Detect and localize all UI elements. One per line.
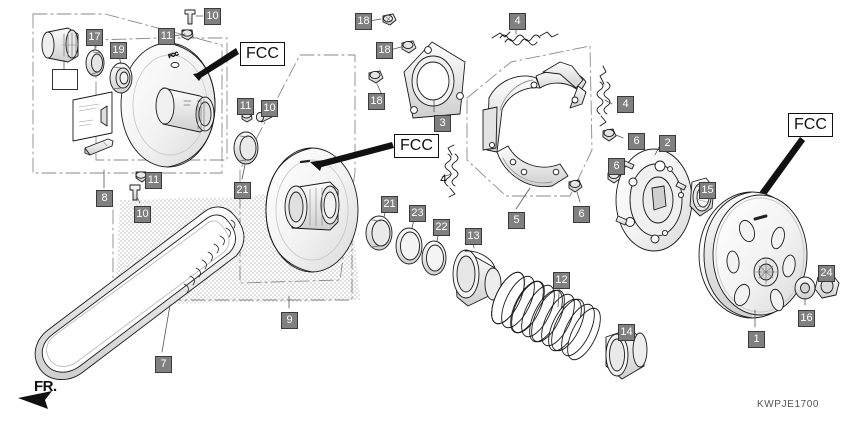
part-ring-23 (395, 227, 423, 265)
part-grease-tool (84, 138, 114, 156)
part-spring-4-top (491, 31, 559, 46)
part-clutch-spring-12 (491, 271, 601, 361)
callout-11[interactable]: 11 (145, 172, 162, 189)
callout-11[interactable]: 11 (158, 28, 175, 45)
part-roller-bearing (41, 27, 79, 63)
part-collar-14 (605, 328, 648, 380)
part-nut-18-b (401, 40, 417, 54)
callout-12[interactable]: 12 (553, 272, 570, 289)
fcc-pointer-1 (193, 48, 239, 81)
front-direction-label: FR. (34, 378, 57, 395)
callout-10[interactable]: 10 (134, 206, 151, 223)
part-nut-11-low (135, 171, 148, 183)
callout-4[interactable]: 4 (617, 96, 634, 113)
part-info-card (72, 91, 113, 142)
callout-17[interactable]: 17 (86, 29, 103, 46)
callout-6[interactable]: 6 (628, 133, 645, 150)
part-nut-18-c (368, 70, 384, 84)
group-frame-9 (112, 54, 356, 301)
callout-2[interactable]: 2 (659, 135, 676, 152)
part-nut-11-top (181, 29, 194, 41)
callout-13[interactable]: 13 (465, 228, 482, 245)
part-spring-4-right (596, 65, 611, 127)
callout-10[interactable]: 10 (204, 8, 221, 25)
callout-3[interactable]: 3 (434, 115, 451, 132)
part-spring-4-center (444, 144, 459, 198)
callout-7[interactable]: 7 (155, 356, 172, 373)
callout-18[interactable]: 18 (376, 42, 393, 59)
callout-6[interactable]: 6 (573, 206, 590, 223)
callout-16[interactable]: 16 (798, 310, 815, 327)
part-ring-21-left (233, 131, 259, 165)
part-nut-6-a (602, 128, 617, 142)
callout-9[interactable]: 9 (281, 312, 298, 329)
svg-text:FCC: FCC (168, 51, 180, 60)
callout-6[interactable]: 6 (608, 158, 625, 175)
callout-19[interactable]: 19 (110, 42, 127, 59)
callout-18[interactable]: 18 (355, 13, 372, 30)
callout-21[interactable]: 21 (381, 196, 398, 213)
callout-18[interactable]: 18 (368, 93, 385, 110)
part-drive-face: FCC (120, 42, 216, 168)
part-brake-hub-2 (615, 148, 693, 252)
callout-23[interactable]: 23 (409, 205, 426, 222)
callout-21[interactable]: 21 (234, 182, 251, 199)
part-movable-drive-face (265, 147, 359, 273)
part-brake-shoe-bottom (496, 145, 569, 188)
group-frame-5 (466, 45, 593, 197)
part-bolt-10-low (129, 184, 141, 201)
reference-empty-box (52, 69, 78, 90)
group-frame-8b (95, 37, 228, 161)
fcc-mark-1: FCC (240, 42, 285, 66)
callout-1[interactable]: 1 (748, 331, 765, 348)
part-bolt-10-top (184, 9, 196, 25)
callout-14[interactable]: 14 (618, 324, 635, 341)
callout-4[interactable]: 4 (440, 172, 447, 186)
callout-11[interactable]: 11 (237, 98, 254, 115)
part-brake-shoe-top (535, 61, 587, 109)
callout-22[interactable]: 22 (433, 219, 450, 236)
callout-10[interactable]: 10 (261, 100, 278, 117)
part-ring-22 (421, 240, 447, 276)
callout-5[interactable]: 5 (508, 212, 525, 229)
callout-24[interactable]: 24 (818, 265, 835, 282)
callout-15[interactable]: 15 (699, 182, 716, 199)
part-bearing-19 (109, 62, 133, 94)
part-brake-shoe-left (482, 75, 541, 153)
part-washer-16 (794, 276, 816, 300)
fcc-mark-2: FCC (394, 134, 439, 158)
part-collar-13 (452, 249, 502, 307)
fcc-pointer-2 (310, 142, 394, 171)
part-gasket-3 (403, 41, 466, 119)
front-direction-arrow (18, 391, 52, 409)
drawing-code: KWPJE1700 (757, 399, 820, 410)
part-drive-belt (34, 206, 245, 380)
part-ring-21-right (365, 215, 393, 251)
callout-8[interactable]: 8 (96, 190, 113, 207)
fcc-mark-3: FCC (788, 113, 833, 137)
part-clutch-drum-1 (698, 191, 808, 319)
part-nut-18-a (382, 13, 397, 26)
part-nut-6-c (568, 179, 583, 193)
callout-4[interactable]: 4 (509, 13, 526, 30)
part-oil-seal-17 (85, 49, 105, 77)
